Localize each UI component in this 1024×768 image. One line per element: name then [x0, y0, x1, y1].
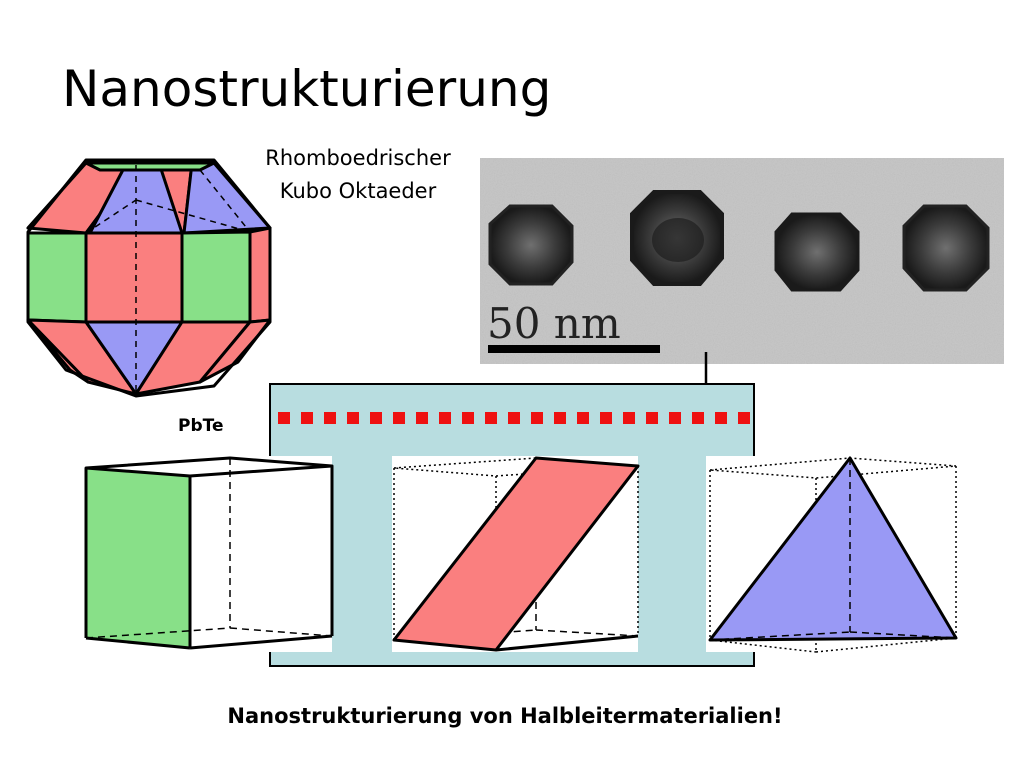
crystal-label-line-1: Rhomboedrischer	[265, 146, 451, 170]
cube-green-face-icon	[84, 456, 334, 652]
cube-tetrahedron-icon	[706, 456, 958, 653]
tem-micrograph: 50 nm	[480, 158, 1004, 364]
cube-diagonal-plane-icon	[392, 456, 640, 652]
rhombicuboctahedron-icon	[26, 158, 272, 398]
footer-caption: Nanostrukturierung von Halbleitermateria…	[227, 704, 783, 728]
nanoparticle-4	[902, 204, 990, 292]
material-label: PbTe	[178, 416, 224, 436]
crystal-label: Rhomboedrischer Kubo Oktaeder	[236, 142, 480, 208]
slide-title: Nanostrukturierung	[62, 60, 552, 118]
nanoparticle-3	[774, 212, 860, 292]
nanoparticle-1	[488, 204, 574, 286]
scale-bar	[488, 345, 660, 353]
scale-label: 50 nm	[487, 299, 621, 348]
crystal-label-line-2: Kubo Oktaeder	[279, 179, 437, 203]
